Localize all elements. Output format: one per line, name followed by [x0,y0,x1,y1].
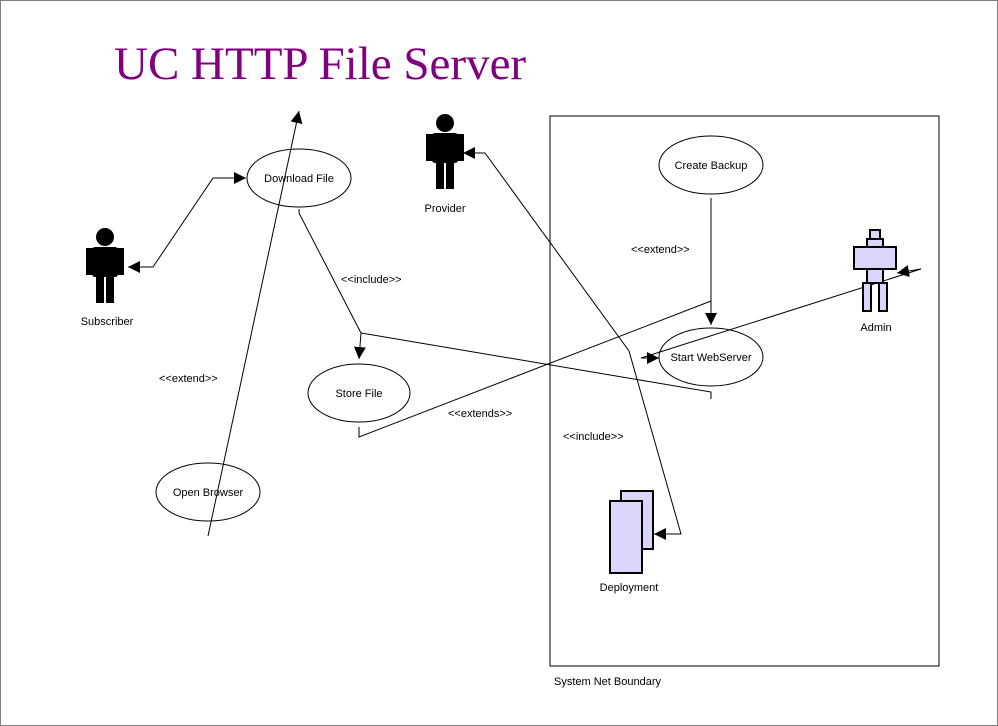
stick-figure-icon [426,114,464,189]
relation-label: <<extends>> [448,408,512,420]
use-case-label: Start WebServer [670,352,751,364]
use-case-open-browser[interactable]: Open Browser [155,462,261,522]
stick-figure-icon [853,229,897,312]
assoc-admin-webserver [640,268,922,364]
relation-label: <<extend>> [631,244,690,256]
actor-provider[interactable]: Provider [425,114,466,215]
extends-store-webserver [358,300,712,438]
relation-label: <<include>> [563,431,624,443]
use-case-label: Download File [264,173,334,185]
component-deployment[interactable]: Deployment [600,490,659,594]
use-case-create-backup[interactable]: Create Backup [658,135,764,195]
system-boundary-label: System Net Boundary [554,676,661,688]
actor-label: Admin [860,322,891,334]
diagram-title: UC HTTP File Server [114,38,527,90]
stick-figure-icon [86,228,124,303]
component-label: Deployment [600,582,659,594]
include-download-store [298,209,366,360]
use-case-label: Open Browser [173,487,244,499]
use-case-download-file[interactable]: Download File [246,148,352,208]
extend-open-browser [207,110,303,537]
actor-label: Subscriber [81,316,134,328]
actor-subscriber[interactable]: Subscriber [81,228,134,328]
extends-connector [360,332,712,399]
relation-label: <<extend>> [159,373,218,385]
use-case-store-file[interactable]: Store File [307,363,411,423]
assoc-subscriber-download [128,172,246,273]
assoc-admin-arrow [896,265,922,277]
include-provider-deployment [463,147,682,540]
component-icon [609,490,654,574]
use-case-label: Create Backup [675,160,748,172]
use-case-start-webserver[interactable]: Start WebServer [658,327,764,387]
actor-label: Provider [425,203,466,215]
use-case-label: Store File [335,388,382,400]
relation-label: <<include>> [341,274,402,286]
actor-admin[interactable]: Admin [853,229,897,334]
